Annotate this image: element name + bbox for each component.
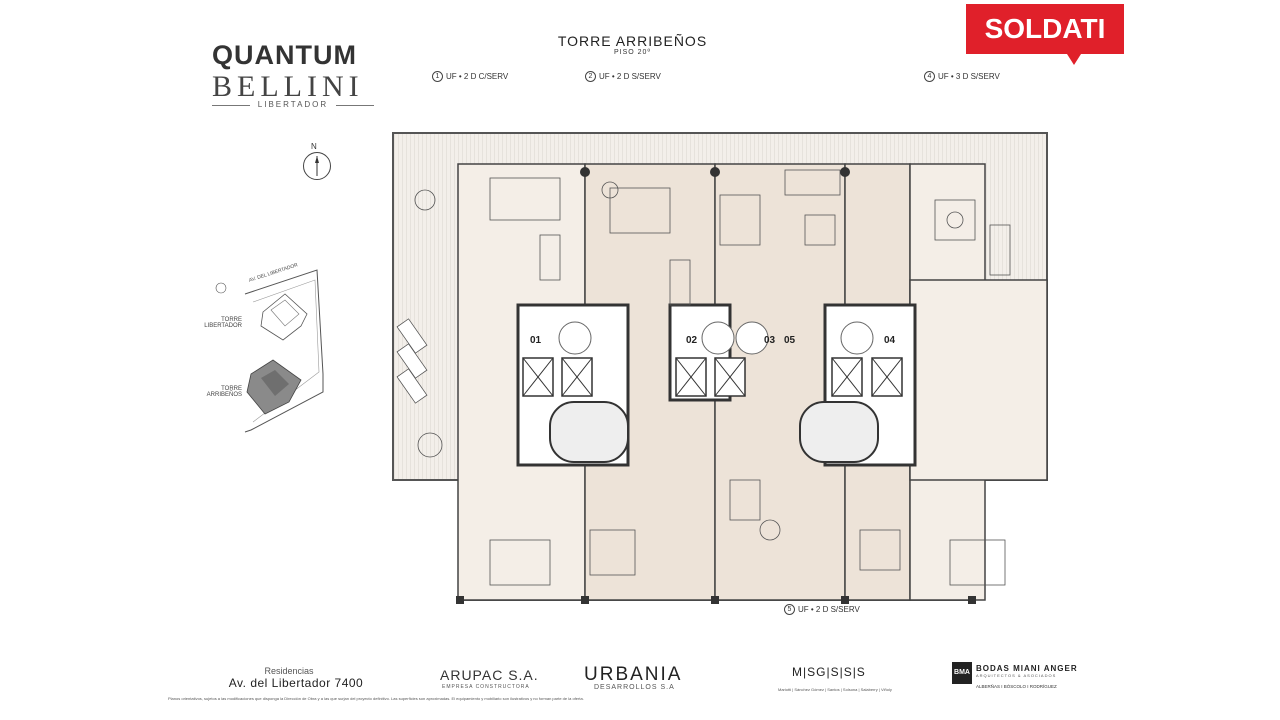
- unit-number-badge: 1: [432, 71, 443, 82]
- arupac-subtitle: EMPRESA CONSTRUCTORA: [442, 684, 530, 690]
- north-label: N: [311, 142, 317, 151]
- unit-label: UF • 2 D S/SERV: [798, 605, 860, 614]
- site-tower-libertador-label: TORRE LIBERTADOR: [204, 317, 242, 329]
- page-title: TORRE ARRIBEÑOS: [557, 33, 708, 49]
- footer-address: Av. del Libertador 7400: [228, 676, 364, 690]
- plan-tag-03: 03: [764, 335, 776, 346]
- plan-tag-04: 04: [884, 335, 896, 346]
- msgsss-logo: M|SG|S|S|S: [792, 665, 866, 679]
- logo-quantum: QUANTUM: [212, 40, 357, 70]
- arupac-logo: ARUPAC S.A.: [440, 667, 539, 683]
- unit-legend-5: 5 UF • 2 D S/SERV: [784, 604, 860, 615]
- unit-label: UF • 2 D S/SERV: [599, 72, 661, 81]
- site-tower-arribenos-label: TORRE ARRIBEÑOS: [206, 386, 242, 398]
- unit-legend-1: 1 UF • 2 D C/SERV: [432, 71, 508, 82]
- plan-tag-05: 05: [784, 335, 796, 346]
- unit-legend-2: 2 UF • 2 D S/SERV: [585, 71, 661, 82]
- bma-subtitle: ARQUITECTOS & ASOCIADOS: [976, 673, 1057, 678]
- urbania-subtitle: DESARROLLOS S.A: [594, 684, 675, 691]
- unit-label: UF • 3 D S/SERV: [938, 72, 1000, 81]
- unit-number-badge: 2: [585, 71, 596, 82]
- bma-name: BODAS MIANI ANGER: [976, 664, 1078, 673]
- footer-residences: Residencias: [264, 666, 314, 676]
- footer-disclaimer: Planos orientativos, sujetos a las modif…: [168, 696, 584, 701]
- north-compass-icon: [303, 152, 331, 180]
- unit-number-badge: 4: [924, 71, 935, 82]
- plan-tag-01: 01: [530, 335, 542, 346]
- urbania-logo: URBANIA: [584, 664, 683, 685]
- unit-number-badge: 5: [784, 604, 795, 615]
- msgsss-subtitle: Mariotti | Sánchez Gómez | Santos | Sols…: [778, 687, 892, 692]
- site-plan-map: [215, 269, 324, 433]
- soldati-logo[interactable]: SOLDATI: [966, 4, 1124, 54]
- plan-tag-02: 02: [686, 335, 698, 346]
- bma-people: ALBERÑAS I BÓSCOLO I RODRÍGUEZ: [976, 684, 1057, 689]
- soldati-logo-pointer: [1067, 54, 1081, 65]
- logo-libertador: LIBERTADOR: [212, 100, 374, 109]
- bma-logo: BMA: [952, 662, 972, 684]
- unit-label: UF • 2 D C/SERV: [446, 72, 509, 81]
- page-subtitle: PISO 20º: [613, 49, 651, 56]
- logo-bellini: BELLINI: [212, 70, 364, 103]
- floor-plan: [392, 132, 1048, 604]
- unit-legend-4: 4 UF • 3 D S/SERV: [924, 71, 1000, 82]
